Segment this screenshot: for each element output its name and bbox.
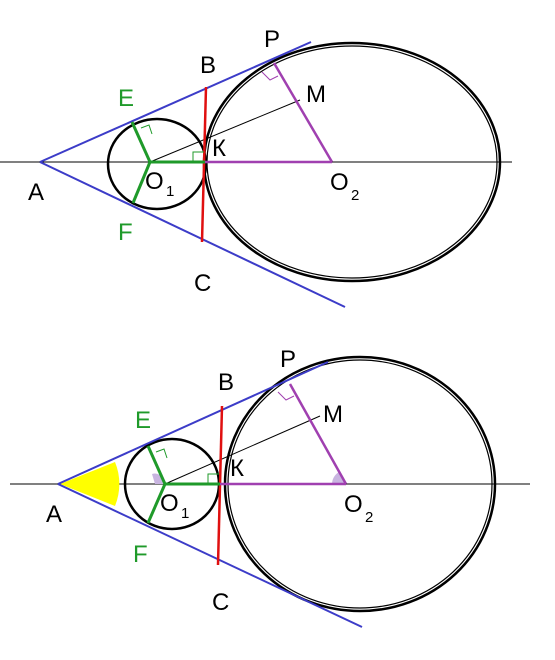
right-angle-p-top [261, 71, 279, 81]
label-f-top: F [118, 219, 133, 246]
label-b-top: B [200, 52, 216, 79]
angle-mark-o1 [152, 473, 166, 484]
right-angle-k-top [192, 151, 204, 162]
chord-bc-top [200, 86, 208, 243]
radius-o2p-top [272, 62, 334, 163]
label-p-bottom: P [280, 346, 296, 373]
label-a-top: A [28, 179, 44, 206]
angle-fill-a [60, 462, 120, 506]
label-k-bottom: К [230, 455, 244, 482]
radius-o1f-top [131, 161, 152, 204]
label-m-top: M [306, 81, 326, 108]
radius-o1e-bottom [146, 445, 167, 485]
label-o2-top: O [330, 169, 349, 196]
label-k-top: К [212, 135, 226, 162]
label-c-bottom: C [212, 589, 229, 616]
label-m-bottom: M [323, 401, 343, 428]
label-e-bottom: E [135, 407, 151, 434]
right-angle-e-top [140, 124, 153, 135]
radius-o1f-bottom [146, 483, 167, 524]
radius-o1e-top [130, 121, 152, 163]
label-o1-bottom: O [160, 490, 179, 517]
line-o1-m-bottom [164, 415, 321, 485]
tangent-upper-top [39, 41, 312, 163]
label-o2-sub-bottom: 2 [365, 509, 373, 526]
label-a-bottom: A [46, 501, 62, 528]
label-o1-sub-bottom: 1 [181, 505, 189, 522]
tangent-lower-top [39, 161, 346, 308]
label-p-top: P [264, 26, 280, 53]
label-c-top: C [194, 270, 211, 297]
small-circle-top [106, 117, 208, 211]
label-o1-top: O [145, 168, 164, 195]
label-f-bottom: F [133, 541, 148, 568]
labels-top: A B P M E К O 1 O 2 F C [28, 26, 359, 297]
label-o2-bottom: O [344, 491, 363, 518]
tangent-upper-bottom [57, 361, 329, 485]
label-o1-sub-top: 1 [166, 183, 174, 200]
labels-bottom: A B P M E К O 1 O 2 F C [46, 346, 373, 616]
figure-bottom [10, 355, 530, 628]
right-angle-e-bottom [155, 448, 168, 459]
label-b-bottom: B [218, 369, 234, 396]
right-angle-k-bottom [207, 473, 219, 484]
label-e-top: E [118, 85, 134, 112]
figure-top [0, 41, 512, 308]
label-o2-sub-top: 2 [351, 187, 359, 204]
right-angle-p-bottom [277, 391, 295, 401]
tangent-lower-bottom [57, 483, 363, 628]
line-o1-m-top [149, 99, 301, 163]
angle-mark-o2 [332, 472, 346, 484]
radius-o2p-bottom [288, 383, 348, 485]
